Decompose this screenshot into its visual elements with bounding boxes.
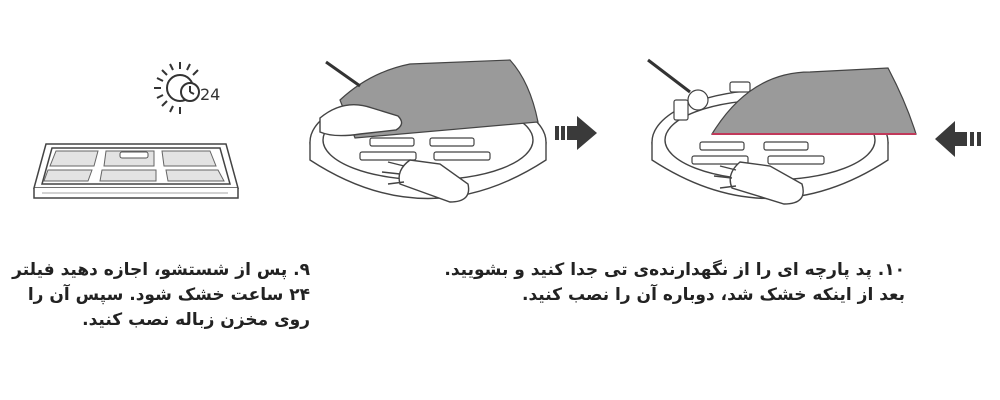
step-10-line: ۱۰. پد پارچه ای را از نگهدارنده‌ی تی جدا… [444,260,905,280]
step-9-line: ۹. پس از شستشو، اجازه دهید فیلتر [12,260,310,280]
step-10-line: بعد از اینکه خشک شد، دوباره آن را نصب کن… [522,285,905,305]
timer-label: 24 [200,85,220,104]
robot-pad-install-illustration [647,58,917,205]
clock-icon [180,82,200,102]
step-10-caption: ۱۰. پد پارچه ای را از نگهدارنده‌ی تی جدا… [420,258,905,308]
arrow-left-icon [935,121,981,157]
sun-clock-24h-icon: 24 [154,62,220,114]
robot-pad-removal-illustration [309,59,547,203]
arrow-right-icon [555,116,597,150]
step-9-line: ۲۴ ساعت خشک شود. سپس آن را [27,285,310,305]
step-9-line: روی مخزن زباله نصب کنید. [82,310,310,330]
dustbin-filter-illustration [33,143,239,199]
step-9-caption: ۹. پس از شستشو، اجازه دهید فیلتر ۲۴ ساعت… [10,258,310,333]
